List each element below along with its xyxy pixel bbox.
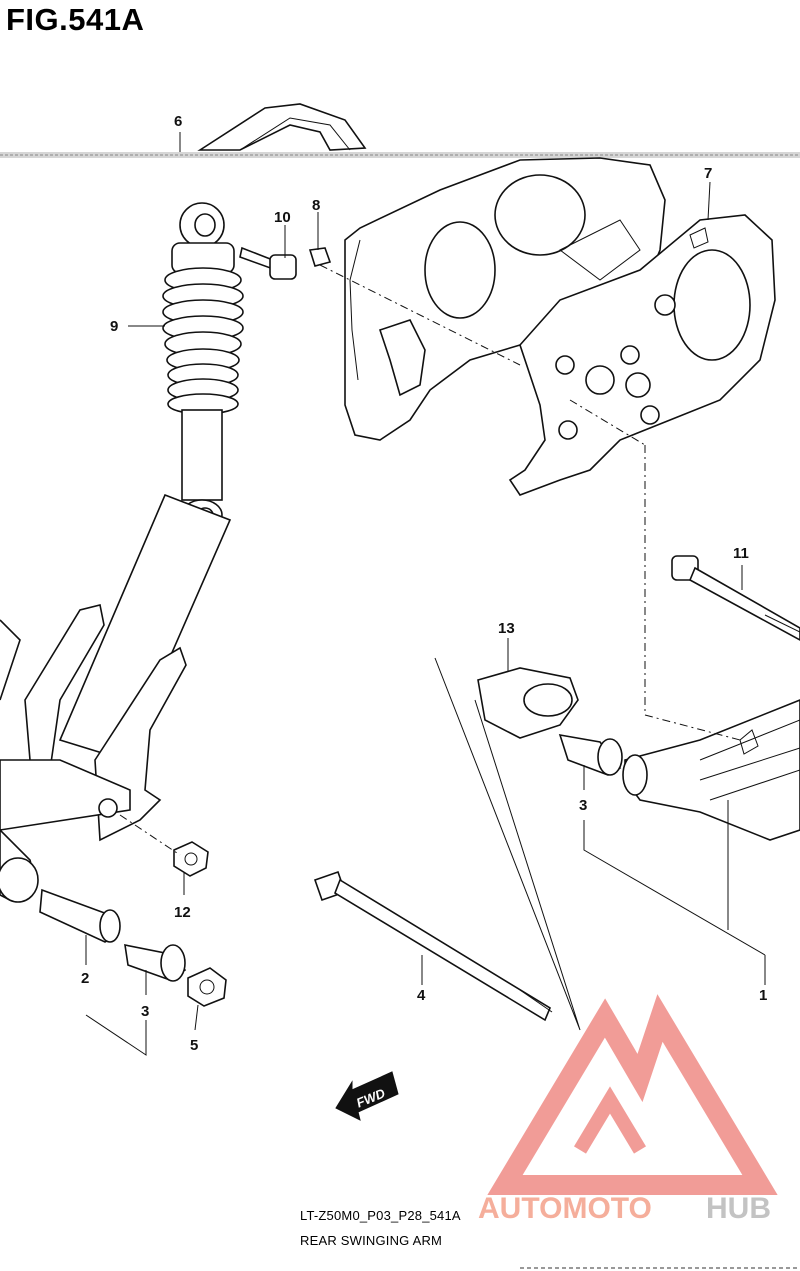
figure-name: REAR SWINGING ARM [300, 1233, 443, 1248]
part-3-collar-left [124, 943, 187, 982]
callout-5: 5 [190, 1037, 198, 1054]
callout-9: 9 [110, 318, 118, 335]
part-5-nut [187, 967, 227, 1007]
part-1-swing-arm-left [0, 493, 232, 903]
part-3-collar-right [558, 733, 623, 776]
part-10-bolt [239, 246, 297, 280]
callout-6: 6 [174, 113, 182, 130]
callout-2: 2 [81, 970, 89, 987]
brand-suffix: HUB [706, 1192, 771, 1225]
part-1-swing-arm-right [622, 699, 800, 841]
callout-10: 10 [274, 209, 291, 226]
callout-3-right: 3 [579, 797, 587, 814]
figure-code: LT-Z50M0_P03_P28_541A [300, 1208, 461, 1223]
callout-4: 4 [417, 987, 426, 1004]
brand-prefix: AUTOMOTO [478, 1192, 652, 1225]
callout-labels: 6 7 8 10 9 11 13 3 12 2 3 5 4 1 [81, 113, 767, 1054]
forward-arrow-icon: FWD [335, 1071, 399, 1121]
part-6-chain-guard [197, 103, 367, 151]
part-2-bushing [39, 888, 121, 943]
part-9-shock-absorber [162, 202, 244, 531]
callout-1: 1 [759, 987, 767, 1004]
callout-7: 7 [704, 165, 712, 182]
part-12-nut [173, 841, 209, 877]
scan-line-artifact [0, 152, 800, 158]
part-11-bolt [671, 555, 800, 641]
callout-12: 12 [174, 904, 191, 921]
part-8-nut [308, 247, 332, 267]
part-7-chain-case [344, 157, 776, 496]
callout-11: 11 [733, 545, 749, 562]
part-13-block [477, 667, 579, 739]
figure-title: FIG.541A [6, 2, 145, 37]
part-4-pivot-bolt [313, 870, 553, 1022]
leader-lines [85, 132, 766, 1056]
callout-3-left: 3 [141, 1003, 149, 1020]
automotohub-logo: AUTOMOTO HUB [478, 994, 778, 1225]
callout-13: 13 [498, 620, 515, 637]
callout-8: 8 [312, 197, 320, 214]
